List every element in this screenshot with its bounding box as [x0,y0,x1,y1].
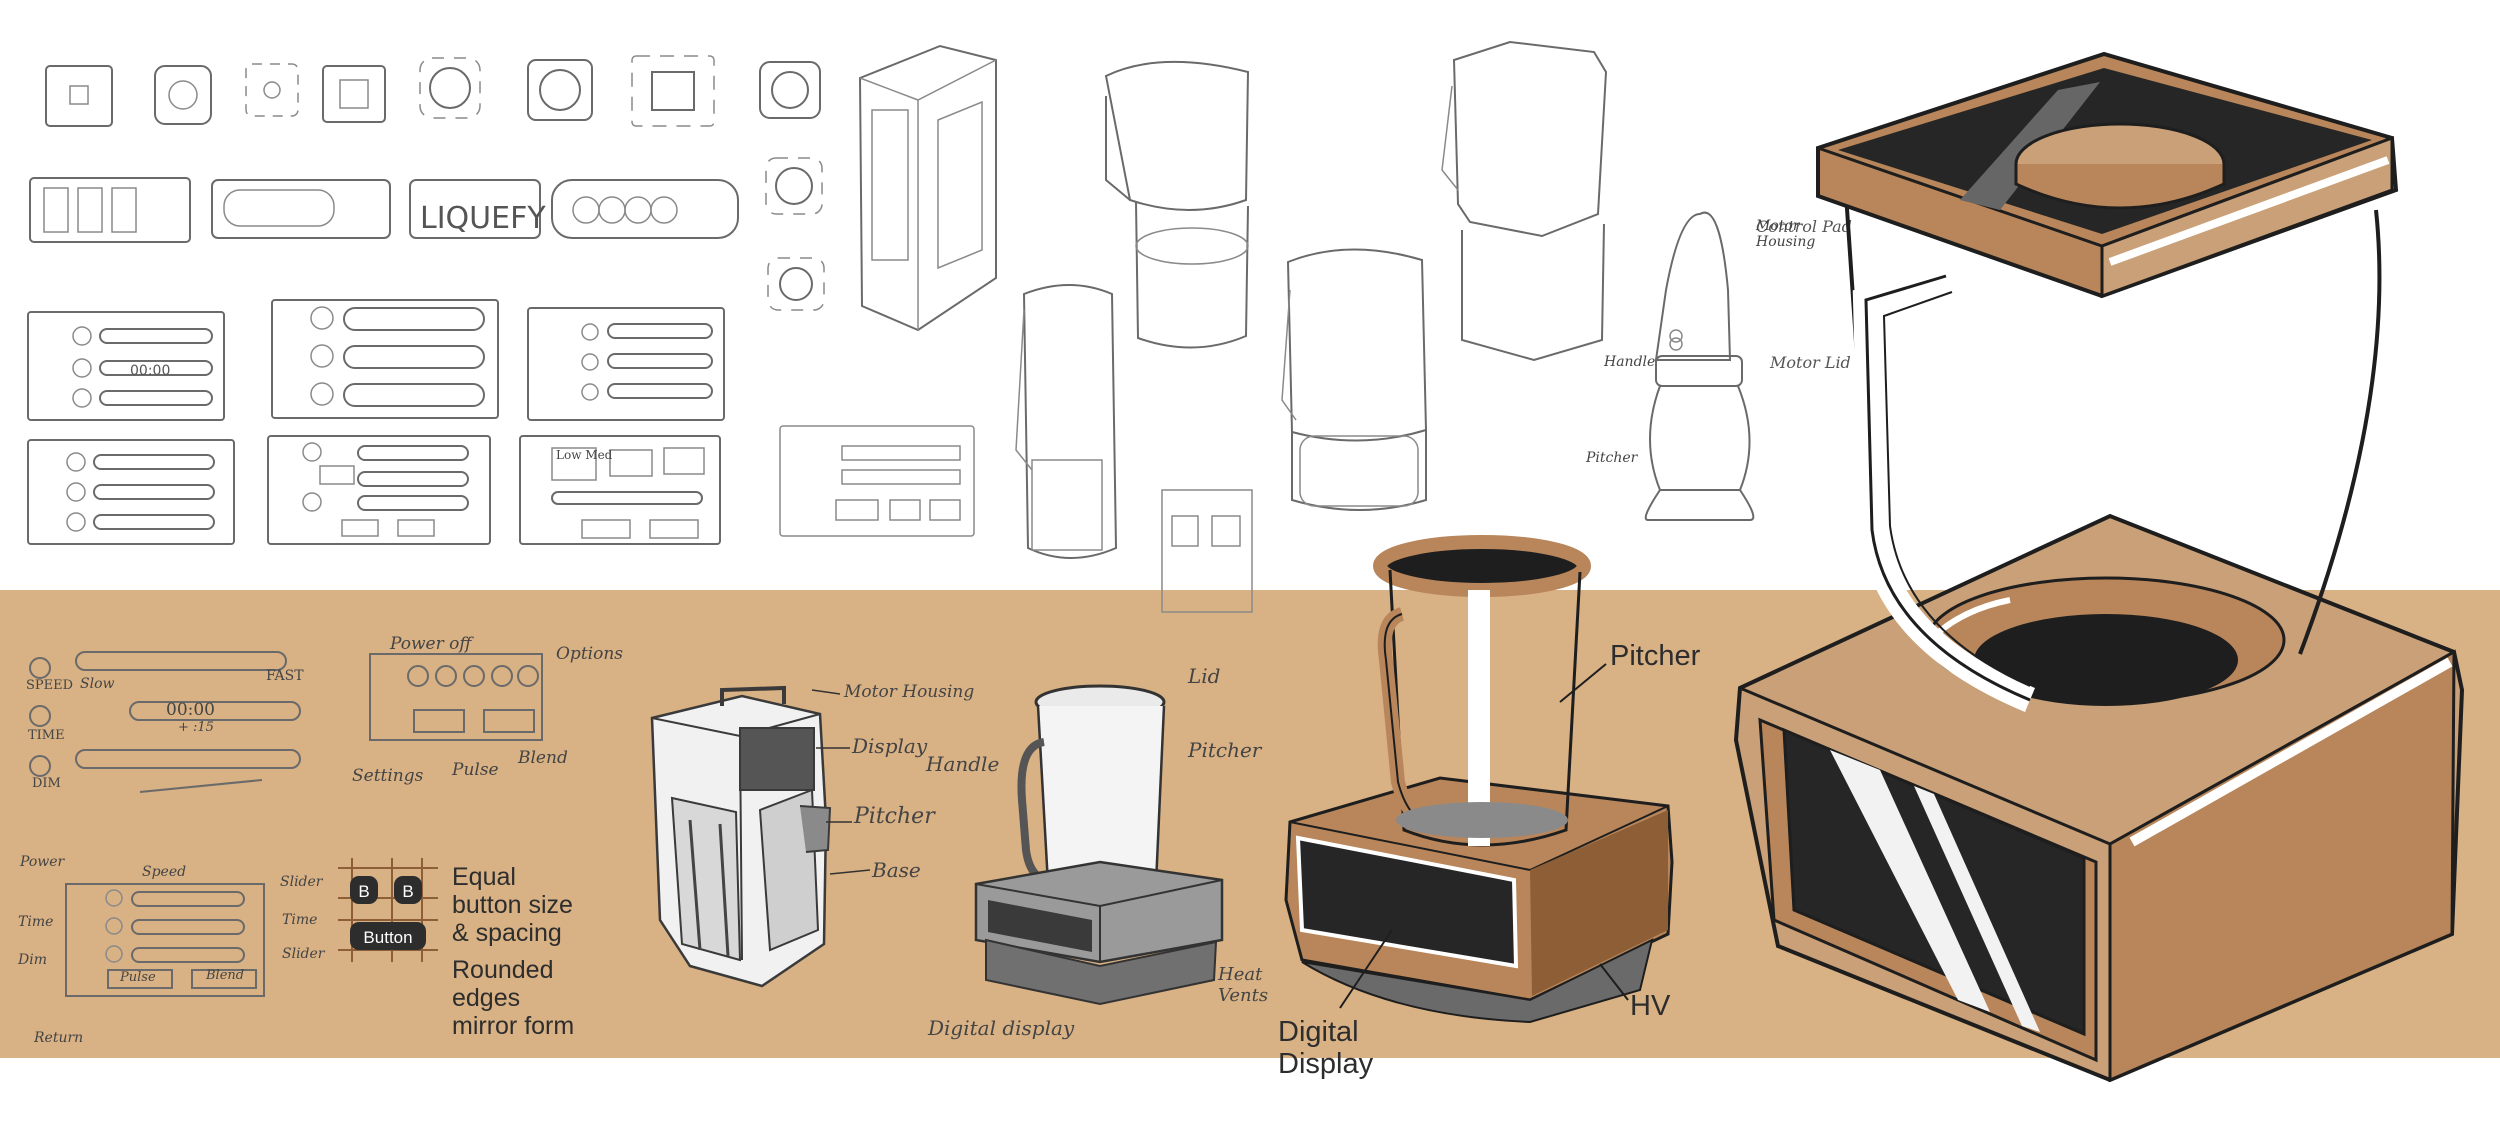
pulse-note: Pulse [452,760,499,780]
power-label: Power [20,854,65,870]
power-options-sketch [369,653,543,741]
time-label: TIME [28,728,65,743]
return-label: Return [34,1030,84,1046]
slider-label-2: Slider [282,946,325,962]
speed-time-dim-sketch [29,651,301,793]
ui-panel-sketches: 00:00 [27,299,1253,613]
digital-display-hw-callout: Digital display [928,1016,1075,1040]
dim-label: DIM [32,776,61,791]
dim-label-2: Dim [18,952,47,968]
pitcher-callout: Pitcher [1610,640,1701,672]
blender-form-sketches [858,40,1755,559]
motor-housing-callout: Motor Housing [844,682,975,702]
control-pad-note: Control Pad [1756,217,1852,236]
power-off-note: Power off [390,634,472,654]
blend-label-2: Blend [206,968,245,983]
button-b-right: B [402,882,413,901]
liquefy-text: LIQUEFY [420,201,546,236]
button-grid-sketch: B B Button [338,858,438,962]
digital-display-callout: Digital Display [1278,1016,1374,1081]
low-med-label: Low Med [556,448,613,462]
slider-label: Slider [280,874,323,890]
handle-callout-2: Handle [1604,354,1656,370]
motor-lid-note: Motor Lid [1769,353,1851,372]
pill-button-sketches: LIQUEFY [29,177,739,243]
pulse-label-2: Pulse [120,970,156,985]
time-label-3: Time [282,912,318,928]
slow-label: Slow [80,676,115,692]
settings-note: Settings [352,766,424,786]
blender-sketch-glass [974,684,1224,1006]
rounded-edges-note: Rounded edges mirror form [452,956,575,1040]
pitcher-hw-callout-3: Pitcher [1586,450,1638,466]
time-value: 00:00 [166,700,215,720]
panel-timer-text: 00:00 [130,363,170,379]
button-sample: Button [363,928,412,947]
button-b-left: B [358,882,369,901]
button-icon-sketches [45,55,825,311]
options-note: Options [556,644,623,664]
blender-render-large [1733,51,2465,1083]
power-speed-slider-sketch [65,883,265,997]
speed-label: SPEED [26,678,74,693]
pitcher-hw-callout-2: Pitcher [1188,738,1262,762]
heat-vents-callout: Heat Vents [1218,964,1269,1006]
base-callout: Base [872,858,921,882]
equal-button-note: Equal button size & spacing [452,863,573,947]
blender-sketch-grey [650,685,832,988]
motor-housing-callout-2: Motor Housing [1756,218,1816,250]
speed-label-2: Speed [142,864,187,880]
blend-note: Blend [518,748,568,768]
pitcher-hw-callout: Pitcher [854,804,935,829]
display-callout: Display [852,734,928,758]
fast-label: FAST [266,668,304,684]
lid-callout: Lid [1188,664,1221,688]
handle-callout: Handle [926,752,1000,776]
hv-callout: HV [1630,990,1671,1022]
time-sub: + :15 [178,720,214,735]
blender-render-mid [1284,535,1674,1024]
time-label-2: Time [18,914,54,930]
